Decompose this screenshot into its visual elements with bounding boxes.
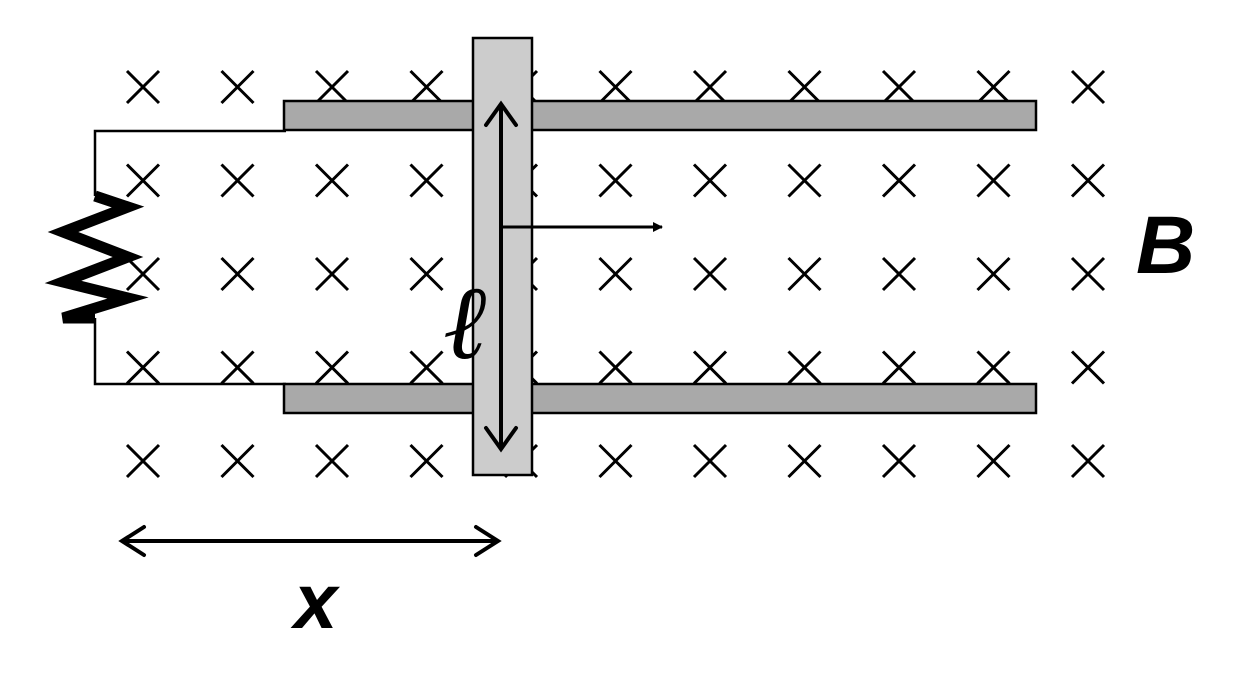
x-mark-icon [314, 163, 350, 198]
field-label: B [1136, 200, 1195, 291]
x-mark-icon [881, 350, 917, 385]
x-mark-icon [598, 163, 633, 198]
x-mark-icon [692, 443, 728, 479]
x-mark-icon [1070, 69, 1106, 105]
x-mark-icon [692, 163, 728, 198]
x-mark-icon [409, 256, 444, 292]
x-mark-icon [1070, 163, 1106, 198]
x-mark-icon [220, 350, 255, 385]
resistor-icon [44, 190, 149, 324]
x-mark-icon [314, 350, 350, 385]
x-mark-icon [598, 443, 633, 479]
x-mark-icon [409, 350, 444, 385]
x-mark-icon [220, 256, 255, 292]
x-mark-icon [881, 69, 917, 105]
x-mark-icon [976, 69, 1011, 105]
x-mark-icon [976, 256, 1011, 292]
x-mark-icon [881, 443, 917, 479]
distance-label: x [290, 557, 341, 645]
x-mark-icon [787, 256, 822, 292]
x-mark-icon [314, 69, 350, 105]
top-rail [282, 99, 1038, 132]
x-mark-icon [881, 163, 917, 198]
x-mark-icon [409, 69, 444, 105]
circuit-wires [93, 129, 286, 386]
x-mark-icon [220, 69, 255, 105]
x-mark-icon [976, 163, 1011, 198]
x-mark-icon [1070, 443, 1106, 479]
length-double-arrow-icon [484, 100, 518, 453]
x-mark-icon [787, 350, 822, 385]
x-mark-icon [125, 163, 161, 198]
x-mark-icon [409, 443, 444, 479]
x-mark-icon [409, 163, 444, 198]
x-mark-icon [787, 69, 822, 105]
bottom-rail [282, 382, 1038, 415]
rod-length-label: ℓ [443, 261, 486, 383]
x-mark-icon [692, 69, 728, 105]
bottom-wire [93, 318, 286, 386]
x-mark-icon [787, 163, 822, 198]
x-mark-icon [976, 350, 1011, 385]
x-mark-icon [314, 443, 350, 479]
x-mark-icon [1070, 256, 1106, 292]
top-wire [93, 129, 286, 196]
x-mark-icon [976, 443, 1011, 479]
x-mark-icon [125, 350, 161, 385]
x-mark-icon [1070, 350, 1106, 385]
x-mark-icon [314, 256, 350, 292]
x-mark-icon [125, 443, 161, 479]
x-mark-icon [125, 69, 161, 105]
x-mark-icon [692, 350, 728, 385]
x-mark-icon [598, 350, 633, 385]
x-mark-icon [881, 256, 917, 292]
x-mark-icon [220, 443, 255, 479]
x-mark-icon [787, 443, 822, 479]
x-mark-icon [598, 256, 633, 292]
x-mark-icon [125, 256, 161, 292]
distance-double-arrow-icon [118, 525, 502, 557]
x-mark-icon [692, 256, 728, 292]
x-mark-icon [220, 163, 255, 198]
x-mark-icon [598, 69, 633, 105]
